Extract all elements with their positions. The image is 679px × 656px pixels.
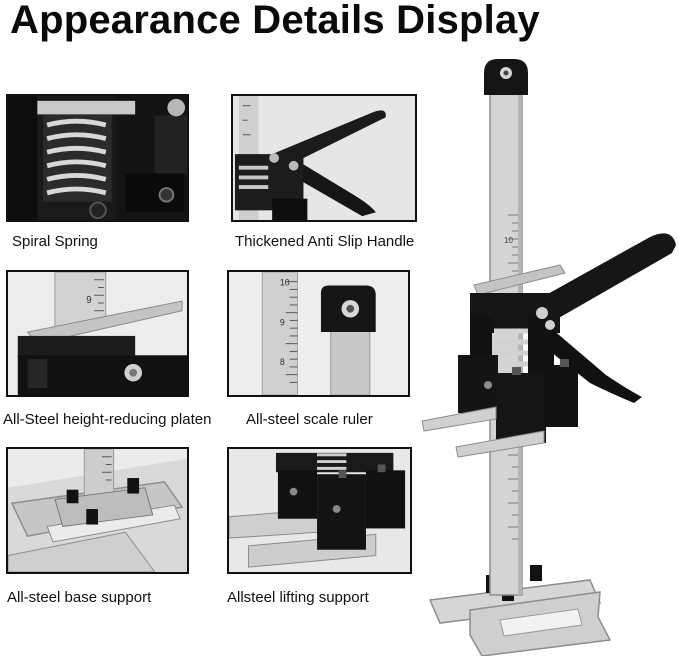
scale-ruler-photo: 10 9 8 bbox=[227, 270, 410, 397]
lifting-support-photo bbox=[227, 447, 412, 574]
page-title: Appearance Details Display bbox=[10, 0, 540, 42]
scale-ruler-mark-mid: 9 bbox=[280, 317, 285, 327]
scale-ruler-mark-top: 10 bbox=[280, 278, 290, 288]
scale-ruler-mark-low: 8 bbox=[280, 357, 285, 367]
platen-ruler-mark: 9 bbox=[86, 295, 91, 306]
caption-lifting-support: Allsteel lifting support bbox=[227, 589, 369, 606]
anti-slip-handle-photo bbox=[231, 94, 417, 222]
lifting-tool-product-image: 10 bbox=[410, 55, 679, 656]
height-reducing-platen-photo: 9 bbox=[6, 270, 189, 397]
caption-base-support: All-steel base support bbox=[7, 589, 152, 606]
hero-ruler-mark: 10 bbox=[504, 236, 513, 245]
caption-spiral-spring: Spiral Spring bbox=[12, 233, 98, 250]
caption-scale-ruler: All-steel scale ruler bbox=[246, 411, 373, 428]
spiral-spring-photo bbox=[6, 94, 189, 222]
caption-anti-slip-handle: Thickened Anti Slip Handle bbox=[235, 233, 415, 250]
caption-height-reducing-platen: All-Steel height-reducing platen bbox=[3, 411, 212, 428]
base-support-photo bbox=[6, 447, 189, 574]
